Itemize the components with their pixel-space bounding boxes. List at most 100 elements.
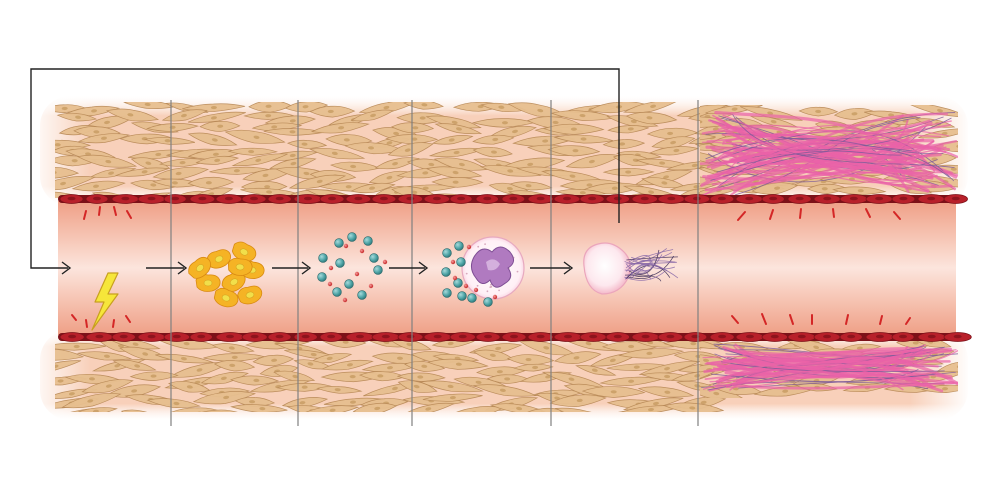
arrow-2 <box>272 261 312 275</box>
collagen-strand <box>629 249 674 264</box>
lightning-bolt-icon <box>91 272 119 331</box>
damage-mark <box>799 208 802 219</box>
cytokine-red <box>450 259 456 265</box>
collagen-fiber <box>706 140 910 193</box>
fibroblast-cell <box>76 351 133 361</box>
fibroblast-cell <box>310 122 370 134</box>
fibroblast-cell <box>227 147 278 156</box>
fibroblast-cell <box>389 340 432 351</box>
endothelial-cell <box>137 194 166 204</box>
damage-mark <box>845 314 849 325</box>
endothelial-cell <box>475 194 499 204</box>
fibroblast-cell <box>700 341 702 351</box>
fibroblast-cell <box>115 167 169 177</box>
fibroblast-cell <box>832 186 887 196</box>
endothelial-cell <box>501 332 527 342</box>
fibroblast-cell <box>120 409 163 412</box>
cytokine-teal <box>369 253 379 263</box>
endothelial-cell <box>371 332 401 342</box>
fibroblast-cell <box>350 109 395 122</box>
fibroblast-cell <box>195 155 240 165</box>
fibroblast-cell <box>309 352 353 364</box>
fibroblast-cell <box>472 146 513 158</box>
endothelial-cell <box>189 332 213 342</box>
fibroblast-cell <box>554 407 616 412</box>
stage-dividers <box>170 100 699 426</box>
fibroblast-cell <box>751 182 799 195</box>
fibroblast-cell <box>431 134 474 145</box>
endothelium-top <box>58 194 968 204</box>
collagen-strand <box>630 255 675 278</box>
granule <box>498 289 500 292</box>
damage-mark <box>879 315 883 325</box>
cytokine-red <box>473 287 479 293</box>
fibroblast-cell <box>309 105 356 118</box>
fibroblast-cell <box>199 120 241 132</box>
fibroblast-cell <box>479 165 542 177</box>
endothelial-cell <box>241 194 267 204</box>
fibroblast-cell <box>426 166 483 179</box>
endothelial-cell <box>397 194 424 204</box>
endothelial-cell <box>813 194 841 204</box>
endothelial-cell <box>241 332 268 342</box>
damage-mark <box>112 319 115 328</box>
damage-mark <box>761 313 767 325</box>
endothelial-damage-marks <box>71 206 911 328</box>
fibroblast-cell <box>55 166 80 179</box>
fibroblast-cell <box>549 394 607 407</box>
fibroblast-cell <box>426 358 489 370</box>
fibroblast-cell <box>129 371 179 381</box>
fibroblast-cell <box>374 157 420 170</box>
cytokine-teal <box>347 232 357 242</box>
damage-mark <box>731 315 739 324</box>
fibroblast-cell <box>230 375 280 386</box>
cytokine-red <box>328 265 334 271</box>
fibroblast-cell <box>211 343 255 354</box>
fibroblast-cell <box>700 133 716 142</box>
endothelial-cell <box>319 332 343 342</box>
granule <box>490 283 492 286</box>
fibroblast-cell <box>55 191 92 198</box>
fibroblast-cell <box>663 402 725 412</box>
fibroblast-cell <box>192 391 257 405</box>
endothelial-cell <box>943 332 972 342</box>
damage-mark <box>83 210 87 220</box>
fibroblast-cell <box>322 340 367 348</box>
fibroblast-cell <box>418 380 484 393</box>
damage-mark <box>893 211 901 220</box>
endothelial-cell <box>839 194 869 204</box>
endothelial-cell <box>267 332 292 342</box>
damage-mark <box>85 319 88 328</box>
fibroblast-cell <box>200 371 249 385</box>
collagen-strand <box>628 255 651 263</box>
endothelial-cell <box>683 194 711 204</box>
endothelial-cell <box>111 194 140 204</box>
endothelial-cell <box>735 332 765 342</box>
endothelial-cell <box>85 194 109 204</box>
granule <box>486 290 489 293</box>
cytokine-teal <box>373 265 383 275</box>
endothelial-cell <box>423 194 451 204</box>
cytokine-red <box>466 244 472 250</box>
fibroblast-cell <box>575 365 617 376</box>
platelet-cluster-icon <box>188 241 265 308</box>
endothelium-bottom <box>58 332 972 342</box>
endothelial-cell <box>553 194 581 204</box>
fibroblast-cell <box>316 385 363 394</box>
fibroblast-cell <box>56 112 98 122</box>
cytokine-teal <box>357 290 367 300</box>
cytokine-red <box>463 283 469 289</box>
cytokine-red <box>368 283 374 289</box>
cytokine-red <box>327 281 333 287</box>
endothelial-cell <box>111 332 136 342</box>
fibroblast-cell <box>77 133 131 144</box>
fibroblast-cell <box>403 102 444 110</box>
collagen-deposition-top <box>700 105 958 197</box>
fibroblast-cell <box>61 393 122 409</box>
endothelial-cell <box>631 194 658 204</box>
fibroblast-cell <box>371 352 428 364</box>
arrow-4 <box>530 261 574 275</box>
cytokine-teal <box>454 241 464 251</box>
cytokine-teal <box>467 293 477 303</box>
